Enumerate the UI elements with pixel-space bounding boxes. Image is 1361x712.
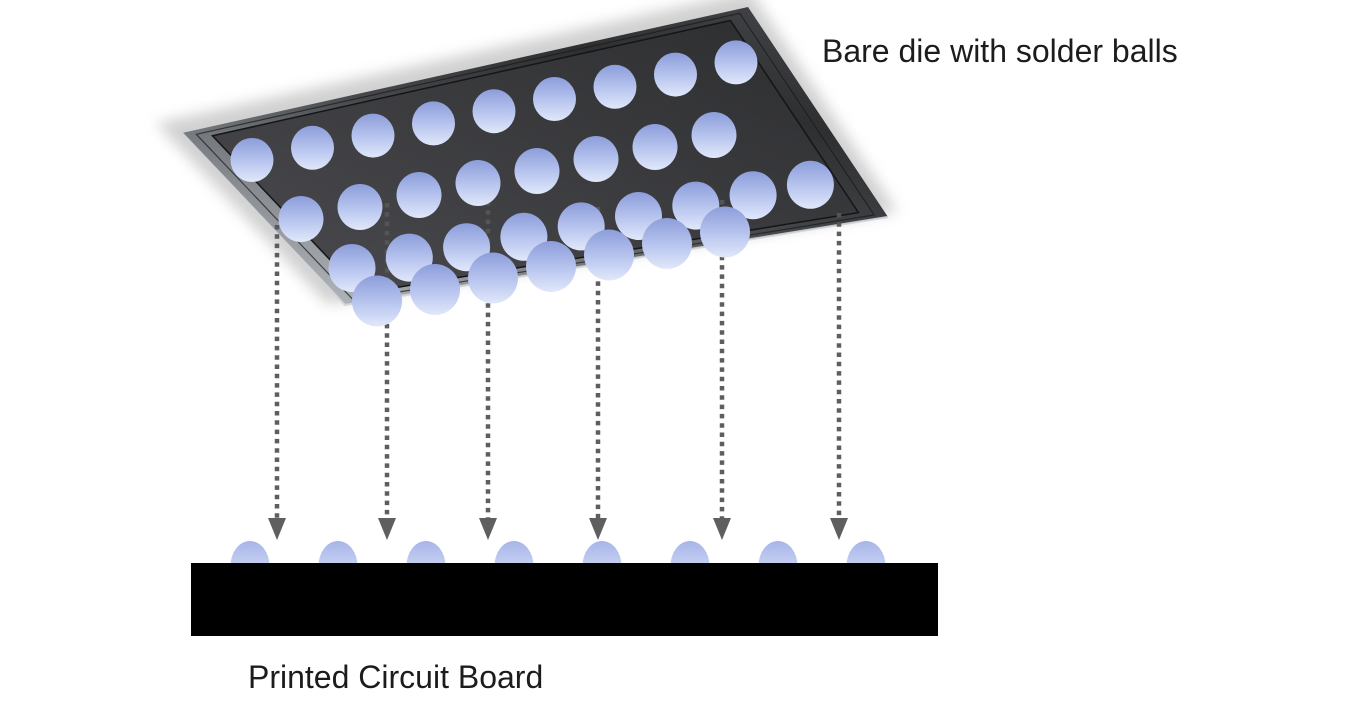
solder-ball [691,112,737,158]
arrow-head-icon [268,518,286,540]
solder-ball [352,275,402,327]
solder-ball [396,172,442,218]
solder-ball [526,241,576,292]
solder-ball [642,218,692,269]
solder-ball [593,64,637,109]
solder-ball [729,171,777,220]
solder-ball [632,124,678,170]
solder-ball [230,138,274,182]
arrow-head-icon [479,518,497,540]
solder-ball [468,252,518,304]
arrow-head-icon [830,518,848,540]
pcb-bar [191,563,938,636]
arrow-head-icon [713,518,731,540]
solder-ball [278,196,324,242]
placement-arrow [830,213,848,540]
solder-ball [412,101,455,146]
solder-ball [337,184,383,230]
solder-ball [514,148,560,194]
die-label: Bare die with solder balls [822,33,1178,69]
solder-ball [714,40,758,85]
pcb-label: Printed Circuit Board [248,659,544,695]
solder-ball [654,52,697,97]
placement-arrow [479,201,497,540]
solder-ball [351,113,395,158]
solder-ball [584,229,634,281]
solder-ball [472,89,516,134]
placement-arrow [589,207,607,540]
placement-arrow [713,200,731,540]
solder-ball [291,125,334,170]
placement-arrow [378,203,396,540]
solder-ball [455,160,501,206]
rim-crease-line [195,12,876,301]
solder-ball [533,77,576,121]
arrow-head-icon [589,518,607,540]
solder-ball [786,160,834,209]
solder-ball [410,264,460,315]
solder-ball [700,206,750,258]
placement-arrow [268,225,286,540]
arrow-head-icon [378,518,396,540]
solder-ball [573,136,619,182]
